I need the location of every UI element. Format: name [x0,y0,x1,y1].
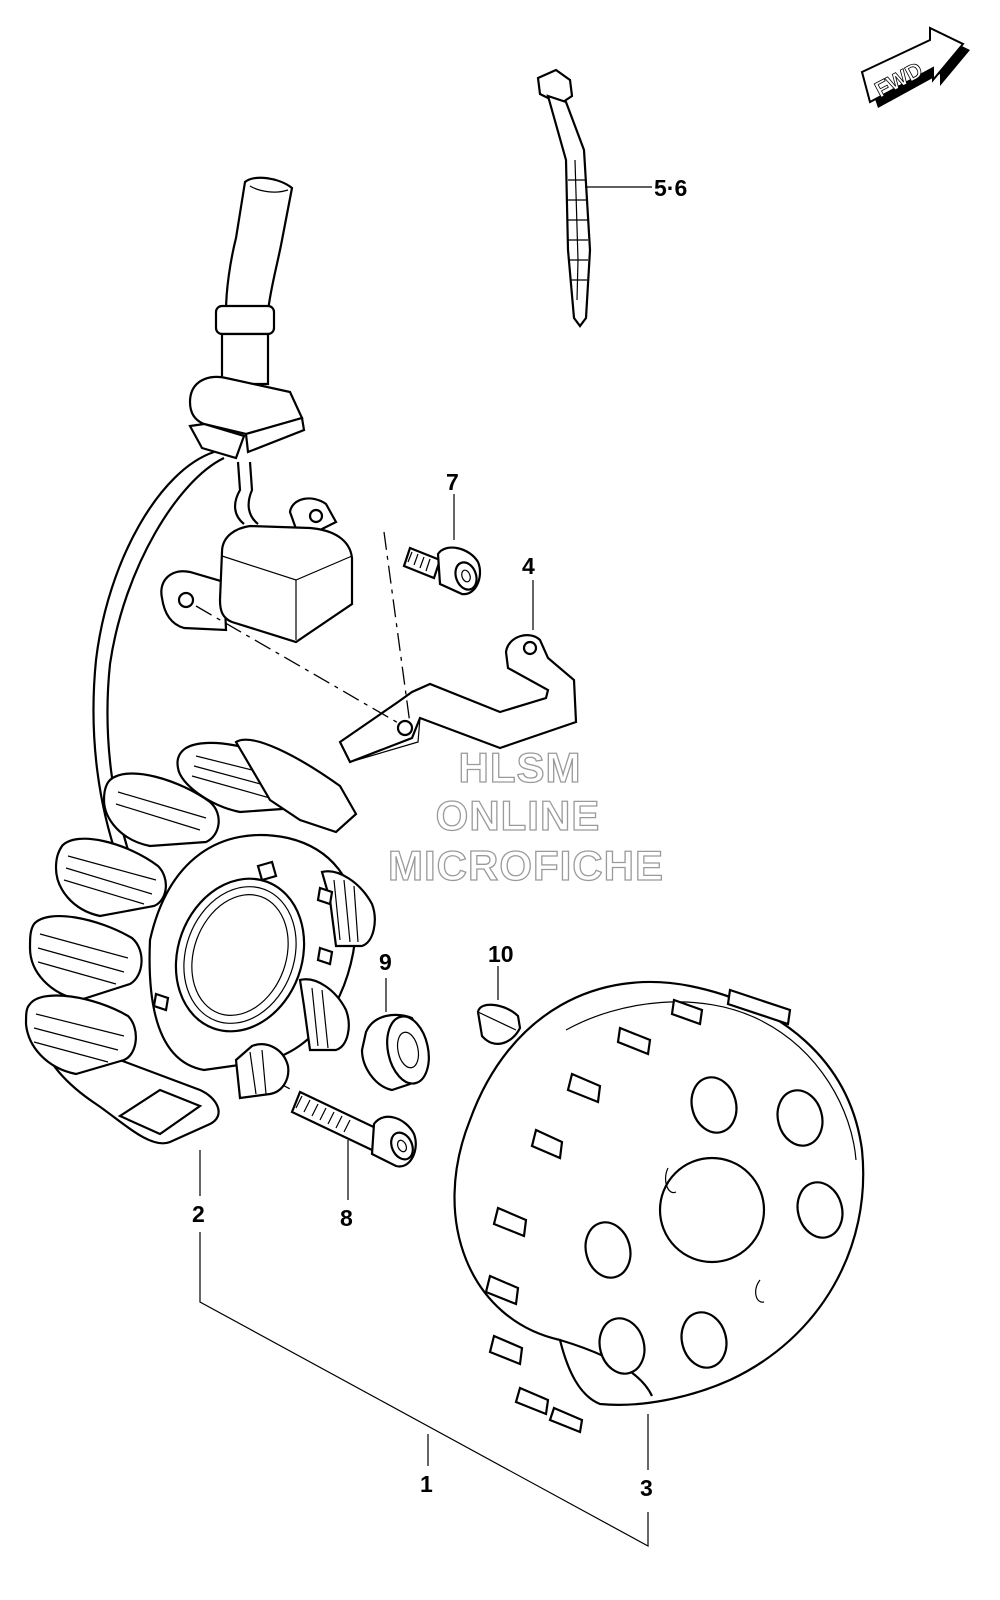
bracket-bolt [402,546,482,596]
woodruff-key [476,1003,522,1045]
callout-nut: 9 [379,949,392,975]
pickup-coil [160,497,354,644]
wire-harness [92,176,306,863]
watermark-line2: ONLINE [436,792,601,839]
cable-clamp [536,68,592,328]
watermark-line3: MICROFICHE [388,842,664,889]
assembly-bracket-line [199,1232,649,1548]
callout-bracket: 4 [522,553,535,579]
rotor-flywheel [453,980,865,1434]
callout-clamp: 5·6 [654,175,687,201]
stator-bolt [290,1090,417,1168]
callout-key: 10 [488,941,514,967]
watermark-line1: HLSM [459,744,582,791]
callout-stator-bolt: 8 [340,1205,353,1231]
watermark: HLSM ONLINE MICROFICHE [387,743,664,889]
bracket [338,634,578,764]
flywheel-nut [360,1013,430,1092]
callout-rotor: 3 [640,1475,653,1501]
fwd-arrow-icon: FWD [860,26,970,108]
callout-stator: 2 [192,1201,205,1227]
callout-bracket-bolt: 7 [446,469,459,495]
callout-magneto-assy: 1 [420,1471,433,1497]
assembly-line-coil [195,605,401,725]
stator [24,738,376,1145]
assembly-line-bolt7 [383,531,411,725]
